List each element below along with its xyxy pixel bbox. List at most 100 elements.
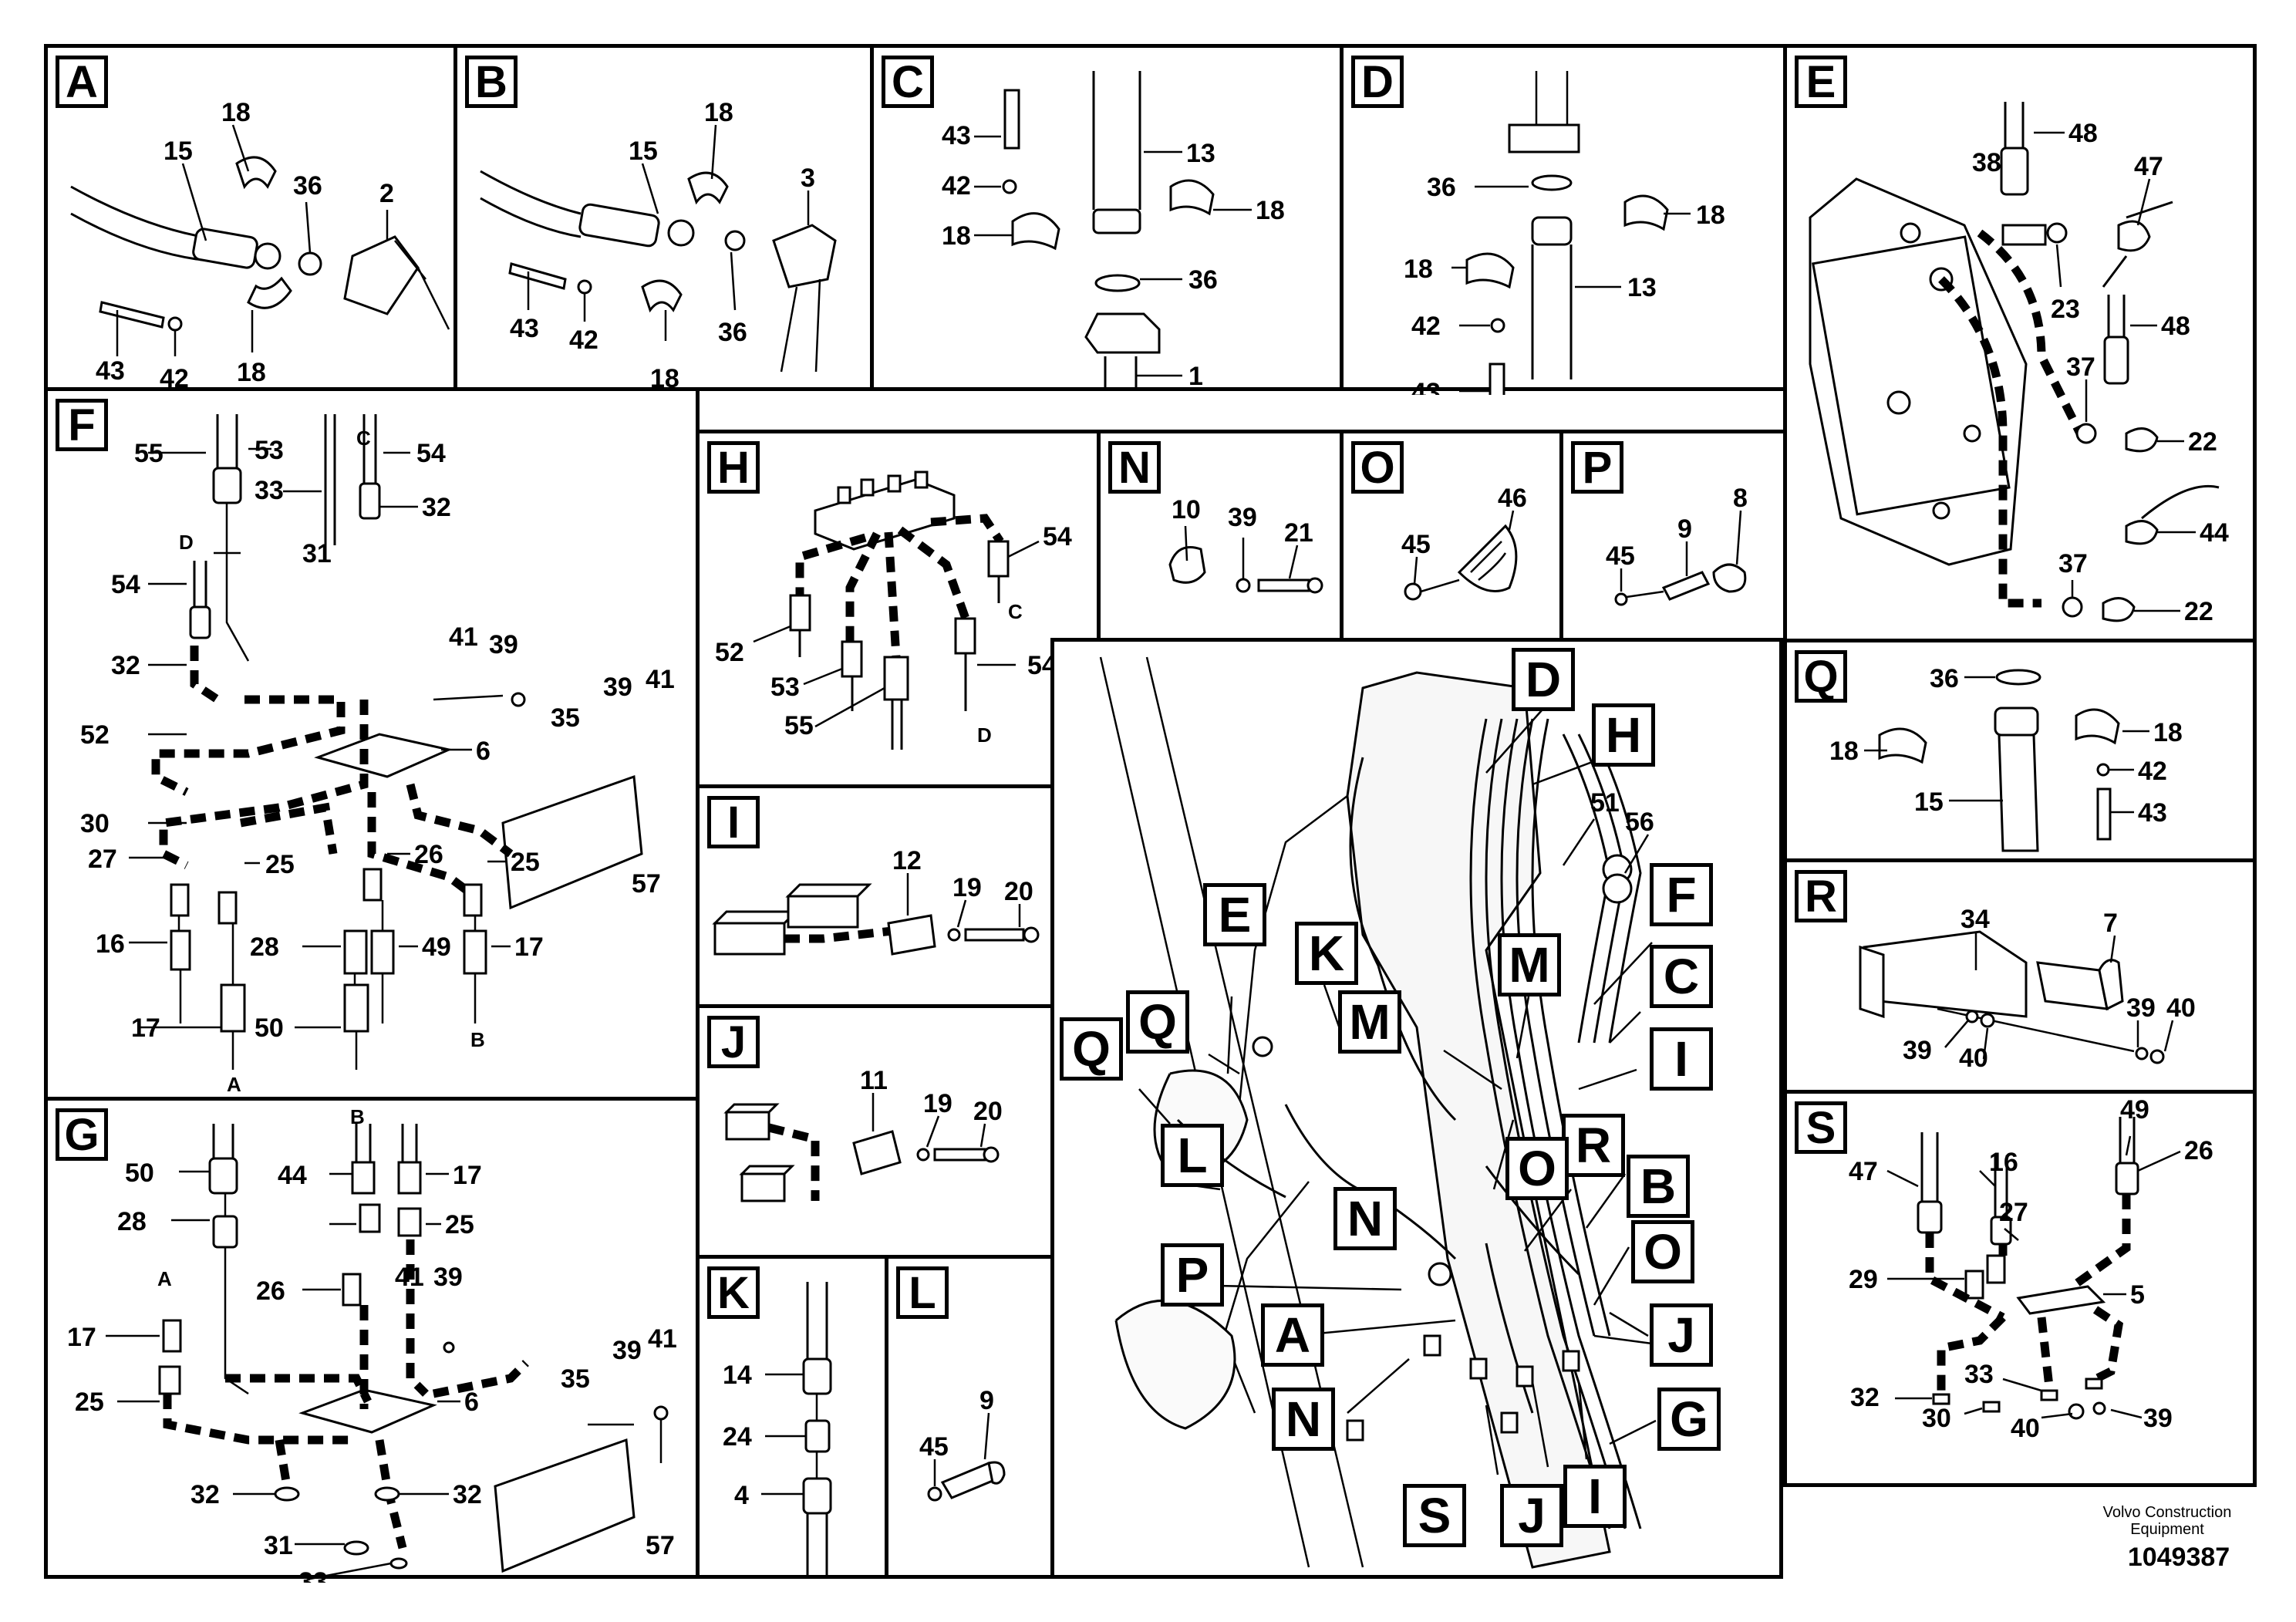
panel-label-s: S xyxy=(1795,1101,1847,1154)
part-label: 56 xyxy=(1625,808,1654,837)
part-label: 41 xyxy=(646,665,675,694)
callout-o: O xyxy=(1505,1137,1569,1200)
part-label: 18 xyxy=(2153,718,2183,747)
part-label: 15 xyxy=(164,137,193,166)
panel-label-k: K xyxy=(707,1266,760,1319)
part-label: A xyxy=(227,1073,241,1096)
callout-g: G xyxy=(1657,1388,1721,1451)
part-label: 34 xyxy=(1961,905,1990,934)
callout-i: I xyxy=(1563,1465,1627,1528)
part-label: 39 xyxy=(433,1263,463,1292)
callout-n: N xyxy=(1272,1388,1335,1451)
part-label: 47 xyxy=(1849,1157,1878,1186)
part-label: 16 xyxy=(96,929,125,959)
panel-b: B 18 15 3 43 42 18 36 xyxy=(453,44,874,393)
part-label: 17 xyxy=(131,1013,160,1043)
panel-b-drawing: 18 15 3 43 42 18 36 xyxy=(480,98,837,393)
part-label: 19 xyxy=(952,873,982,902)
part-label: 10 xyxy=(1172,495,1201,524)
part-label: 42 xyxy=(569,325,598,355)
part-label: 54 xyxy=(111,570,140,599)
part-label: 47 xyxy=(2134,152,2163,181)
callout-l: L xyxy=(1161,1124,1224,1187)
part-label: 25 xyxy=(511,848,540,877)
part-label: 43 xyxy=(942,121,971,150)
part-label: 29 xyxy=(1849,1265,1878,1294)
part-label: 2 xyxy=(379,179,394,208)
brand-line-1: Volvo Construction xyxy=(2102,1504,2232,1521)
part-label: 40 xyxy=(1959,1044,1988,1073)
panel-label-l: L xyxy=(896,1266,949,1319)
callout-c: C xyxy=(1650,945,1713,1008)
panel-a-drawing: 18 15 36 2 43 42 18 xyxy=(70,98,450,393)
part-label: 35 xyxy=(561,1364,590,1394)
part-label: 32 xyxy=(111,651,140,680)
part-label: 35 xyxy=(551,703,580,733)
part-label: 39 xyxy=(2143,1404,2173,1433)
callout-q: Q xyxy=(1060,1017,1123,1081)
part-label: 15 xyxy=(629,137,658,166)
part-label: 57 xyxy=(632,869,661,899)
part-label: 27 xyxy=(1999,1198,2028,1227)
panel-a: A 18 15 36 2 43 42 18 xyxy=(44,44,457,393)
part-label: 39 xyxy=(1903,1036,1932,1065)
part-label: 39 xyxy=(489,630,518,659)
panel-p: P 9 8 45 xyxy=(1559,430,1787,642)
part-label: 45 xyxy=(919,1432,949,1462)
part-label: 18 xyxy=(237,358,266,387)
panel-label-a: A xyxy=(56,56,108,108)
callout-i: I xyxy=(1650,1027,1713,1091)
part-label: 39 xyxy=(2126,993,2156,1023)
part-label: 46 xyxy=(1498,484,1527,513)
part-label: 13 xyxy=(1186,139,1215,168)
part-label: 32 xyxy=(453,1480,482,1509)
part-label: 7 xyxy=(2103,909,2118,938)
part-label: 18 xyxy=(1404,255,1433,284)
part-label: 33 xyxy=(298,1567,328,1583)
panel-q: Q 36 18 18 42 15 43 xyxy=(1783,639,2257,862)
part-label: 45 xyxy=(1606,541,1635,571)
callout-a: A xyxy=(1261,1303,1324,1367)
part-label: 16 xyxy=(1989,1148,2018,1177)
callout-k: K xyxy=(1295,922,1358,985)
part-label: 41 xyxy=(449,622,478,652)
part-label: 32 xyxy=(190,1480,220,1509)
part-label: A xyxy=(157,1267,172,1290)
part-label: 37 xyxy=(2058,549,2088,578)
brand-line-2: Equipment xyxy=(2130,1521,2204,1538)
part-label: 31 xyxy=(264,1531,293,1560)
part-label: D xyxy=(977,723,992,747)
part-label: 42 xyxy=(2138,757,2167,786)
part-label: 14 xyxy=(723,1361,752,1390)
panel-p-drawing: 9 8 45 xyxy=(1606,484,1748,606)
part-label: 26 xyxy=(256,1276,285,1306)
part-label: 23 xyxy=(2051,295,2080,324)
part-label: 6 xyxy=(476,737,491,766)
part-label: 31 xyxy=(302,539,332,568)
panel-s: S xyxy=(1783,1090,2257,1487)
part-label: 48 xyxy=(2161,312,2190,341)
part-label: 32 xyxy=(422,493,451,522)
part-label: 54 xyxy=(416,439,446,468)
part-label: 18 xyxy=(1256,196,1285,225)
panel-j: J 11 19 20 xyxy=(696,1004,1054,1259)
part-label: 41 xyxy=(395,1263,424,1292)
part-label: 20 xyxy=(973,1097,1003,1126)
part-label: 48 xyxy=(2068,119,2098,148)
part-label: 18 xyxy=(1696,201,1725,230)
panel-label-r: R xyxy=(1795,870,1847,922)
panel-label-b: B xyxy=(465,56,518,108)
callout-q: Q xyxy=(1126,990,1189,1054)
panel-j-drawing: 11 19 20 xyxy=(723,1066,1003,1202)
part-label: 25 xyxy=(75,1388,104,1417)
part-label: 36 xyxy=(1930,664,1959,693)
callout-e: E xyxy=(1203,883,1266,946)
brand-name: Volvo Construction Equipment xyxy=(2082,1504,2252,1538)
callout-j: J xyxy=(1500,1484,1563,1547)
panel-f-drawing: 55 53 C 54 D 33 32 54 31 41 39 32 52 6 3… xyxy=(80,414,675,1096)
part-label: 9 xyxy=(1677,514,1692,544)
part-label: 12 xyxy=(892,846,922,875)
part-label: 18 xyxy=(942,221,971,251)
panel-label-f: F xyxy=(56,399,108,451)
